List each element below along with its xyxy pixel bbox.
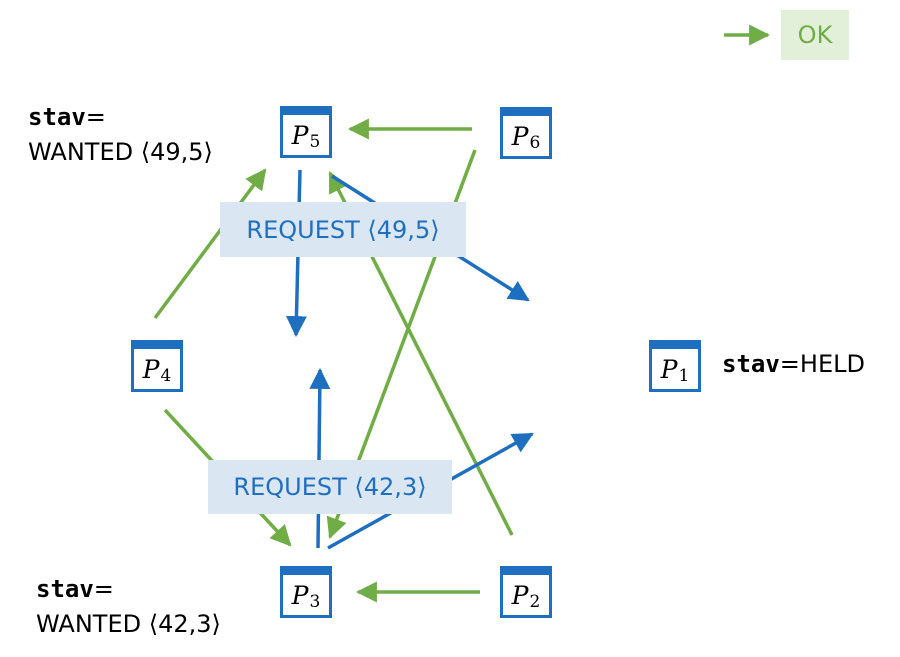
process-p3-name: P xyxy=(291,580,309,610)
process-p1-name: P xyxy=(660,354,678,384)
request-label-p5: REQUEST ⟨49,5⟩ xyxy=(220,202,466,257)
process-p2-index: 2 xyxy=(529,592,541,612)
state-p3-eq: = xyxy=(93,575,114,603)
state-p1: stav=HELD xyxy=(722,347,865,382)
process-p5-index: 5 xyxy=(309,132,321,152)
ok-arrow-p4-to-p5 xyxy=(153,168,267,320)
process-p6-name: P xyxy=(511,121,529,151)
process-p5-name: P xyxy=(291,120,309,150)
legend-ok-label: OK xyxy=(781,10,849,60)
state-p5: stav= WANTED ⟨49,5⟩ xyxy=(28,100,213,170)
state-p1-key: stav xyxy=(722,350,780,378)
process-p3-index: 3 xyxy=(309,592,321,612)
request-arrow-p3-up xyxy=(309,367,331,549)
state-p5-eq: = xyxy=(85,103,106,131)
process-p4-name: P xyxy=(142,354,160,384)
state-p3-key: stav xyxy=(36,575,94,603)
process-p2-name: P xyxy=(511,580,529,610)
state-p5-value: WANTED ⟨49,5⟩ xyxy=(28,138,213,166)
state-p1-value: HELD xyxy=(799,350,865,378)
process-p4-index: 4 xyxy=(160,366,172,386)
process-p6-index: 6 xyxy=(529,133,541,153)
state-p3-value: WANTED ⟨42,3⟩ xyxy=(36,610,221,638)
process-p1-index: 1 xyxy=(678,366,690,386)
state-p1-eq: = xyxy=(779,350,800,378)
request-label-p3: REQUEST ⟨42,3⟩ xyxy=(208,460,452,514)
state-p5-key: stav xyxy=(28,103,86,131)
state-p3: stav= WANTED ⟨42,3⟩ xyxy=(36,572,221,642)
